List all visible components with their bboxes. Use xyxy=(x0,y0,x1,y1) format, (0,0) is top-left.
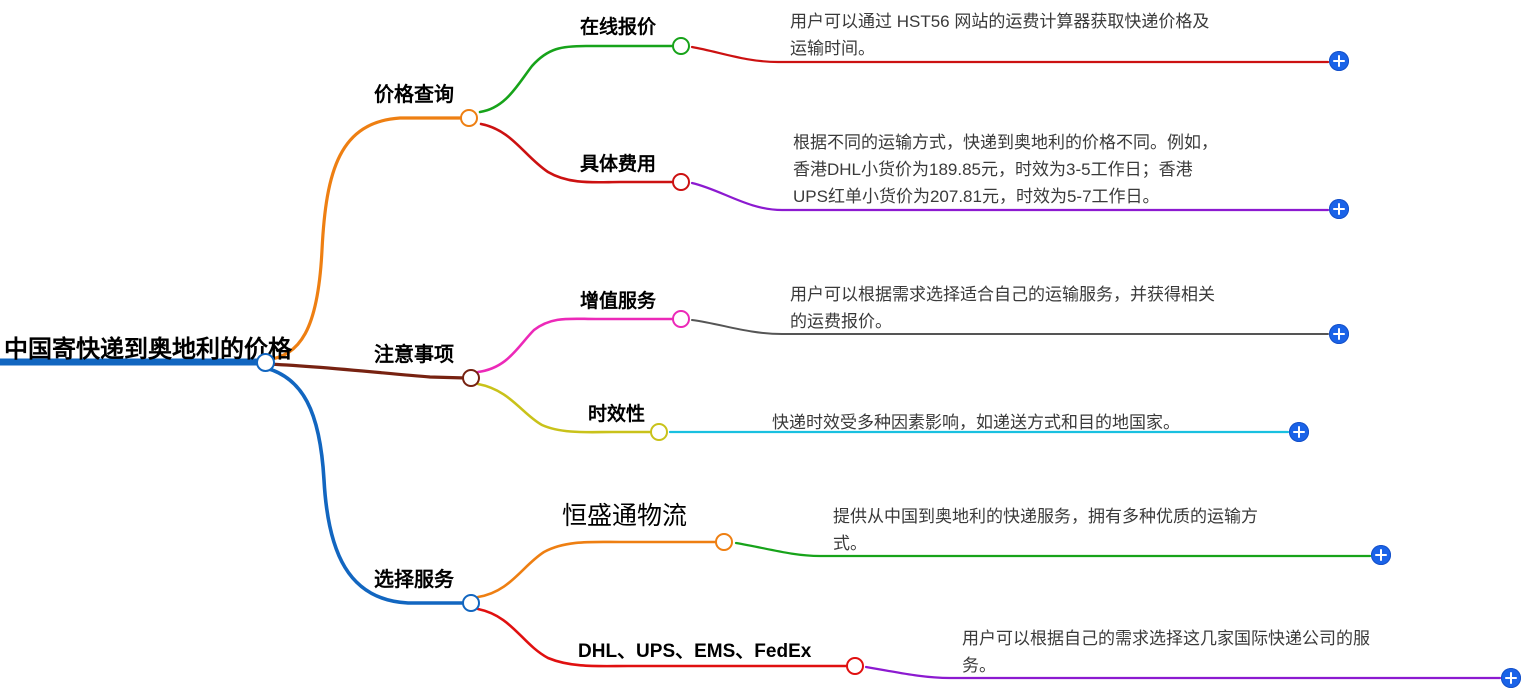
detail-line: 式。 xyxy=(833,534,867,553)
expand-button-specific-fee[interactable] xyxy=(1329,199,1349,219)
detail-line: 提供从中国到奥地利的快递服务，拥有多种优质的运输方 xyxy=(833,507,1258,526)
expand-button-value-added[interactable] xyxy=(1329,324,1349,344)
expand-button-carriers[interactable] xyxy=(1501,668,1521,688)
detail-line: 用户可以根据需求选择适合自己的运输服务，并获得相关 xyxy=(790,285,1215,304)
leaf-label-online-quote[interactable]: 在线报价 xyxy=(580,17,657,38)
branch-label-price-query[interactable]: 价格查询 xyxy=(374,84,454,106)
leaf-dot-specific-fee[interactable] xyxy=(672,173,690,191)
expand-button-hst-logistics[interactable] xyxy=(1371,545,1391,565)
wire-root-to-price xyxy=(264,116,472,362)
wire-service-to-hst xyxy=(476,540,718,599)
wire-root-to-service xyxy=(264,366,468,605)
root-node-label[interactable]: 中国寄快递到奥地利的价格 xyxy=(4,336,292,363)
leaf-dot-hst-logistics[interactable] xyxy=(715,533,733,551)
root-node-dot[interactable] xyxy=(256,353,275,372)
expand-button-timeliness[interactable] xyxy=(1289,422,1309,442)
detail-line: 香港DHL小货价为189.85元，时效为3-5工作日；香港 xyxy=(793,160,1193,179)
detail-line: 的运费报价。 xyxy=(790,312,892,331)
branch-dot-notes[interactable] xyxy=(462,369,480,387)
leaf-label-value-added[interactable]: 增值服务 xyxy=(580,291,657,312)
detail-text-online-quote: 用户可以通过 HST56 网站的运费计算器获取快递价格及 运输时间。 xyxy=(790,8,1330,62)
detail-text-timeliness: 快递时效受多种因素影响，如递送方式和目的地国家。 xyxy=(772,409,1312,436)
detail-line: 快递时效受多种因素影响，如递送方式和目的地国家。 xyxy=(772,413,1180,432)
leaf-dot-carriers[interactable] xyxy=(846,657,864,675)
leaf-label-hst-logistics[interactable]: 恒盛通物流 xyxy=(562,502,688,530)
leaf-dot-value-added[interactable] xyxy=(672,310,690,328)
leaf-dot-online-quote[interactable] xyxy=(672,37,690,55)
leaf-label-timeliness[interactable]: 时效性 xyxy=(588,404,646,425)
wire-root-to-notes xyxy=(264,362,468,380)
detail-line: 用户可以通过 HST56 网站的运费计算器获取快递价格及 xyxy=(790,12,1210,31)
detail-text-carriers: 用户可以根据自己的需求选择这几家国际快递公司的服 务。 xyxy=(962,625,1502,679)
leaf-label-specific-fee[interactable]: 具体费用 xyxy=(580,154,657,175)
detail-text-value-added: 用户可以根据需求选择适合自己的运输服务，并获得相关 的运费报价。 xyxy=(790,281,1330,335)
wire-price-to-online-quote xyxy=(478,44,674,114)
branch-dot-choose-service[interactable] xyxy=(462,594,480,612)
expand-button-online-quote[interactable] xyxy=(1329,51,1349,71)
branch-dot-price-query[interactable] xyxy=(460,109,478,127)
detail-line: 运输时间。 xyxy=(790,39,875,58)
detail-line: 务。 xyxy=(962,656,996,675)
detail-text-hst-logistics: 提供从中国到奥地利的快递服务，拥有多种优质的运输方 式。 xyxy=(833,503,1373,557)
detail-line: 根据不同的运输方式，快递到奥地利的价格不同。例如， xyxy=(793,133,1218,152)
detail-line: 用户可以根据自己的需求选择这几家国际快递公司的服 xyxy=(962,629,1370,648)
detail-line: UPS红单小货价为207.81元，时效为5-7工作日。 xyxy=(793,187,1160,206)
leaf-label-carriers[interactable]: DHL、UPS、EMS、FedEx xyxy=(578,641,812,662)
branch-label-notes[interactable]: 注意事项 xyxy=(374,344,454,366)
branch-label-choose-service[interactable]: 选择服务 xyxy=(374,569,454,591)
detail-text-specific-fee: 根据不同的运输方式，快递到奥地利的价格不同。例如， 香港DHL小货价为189.8… xyxy=(793,129,1348,210)
leaf-dot-timeliness[interactable] xyxy=(650,423,668,441)
wire-notes-to-value-added xyxy=(476,317,674,374)
